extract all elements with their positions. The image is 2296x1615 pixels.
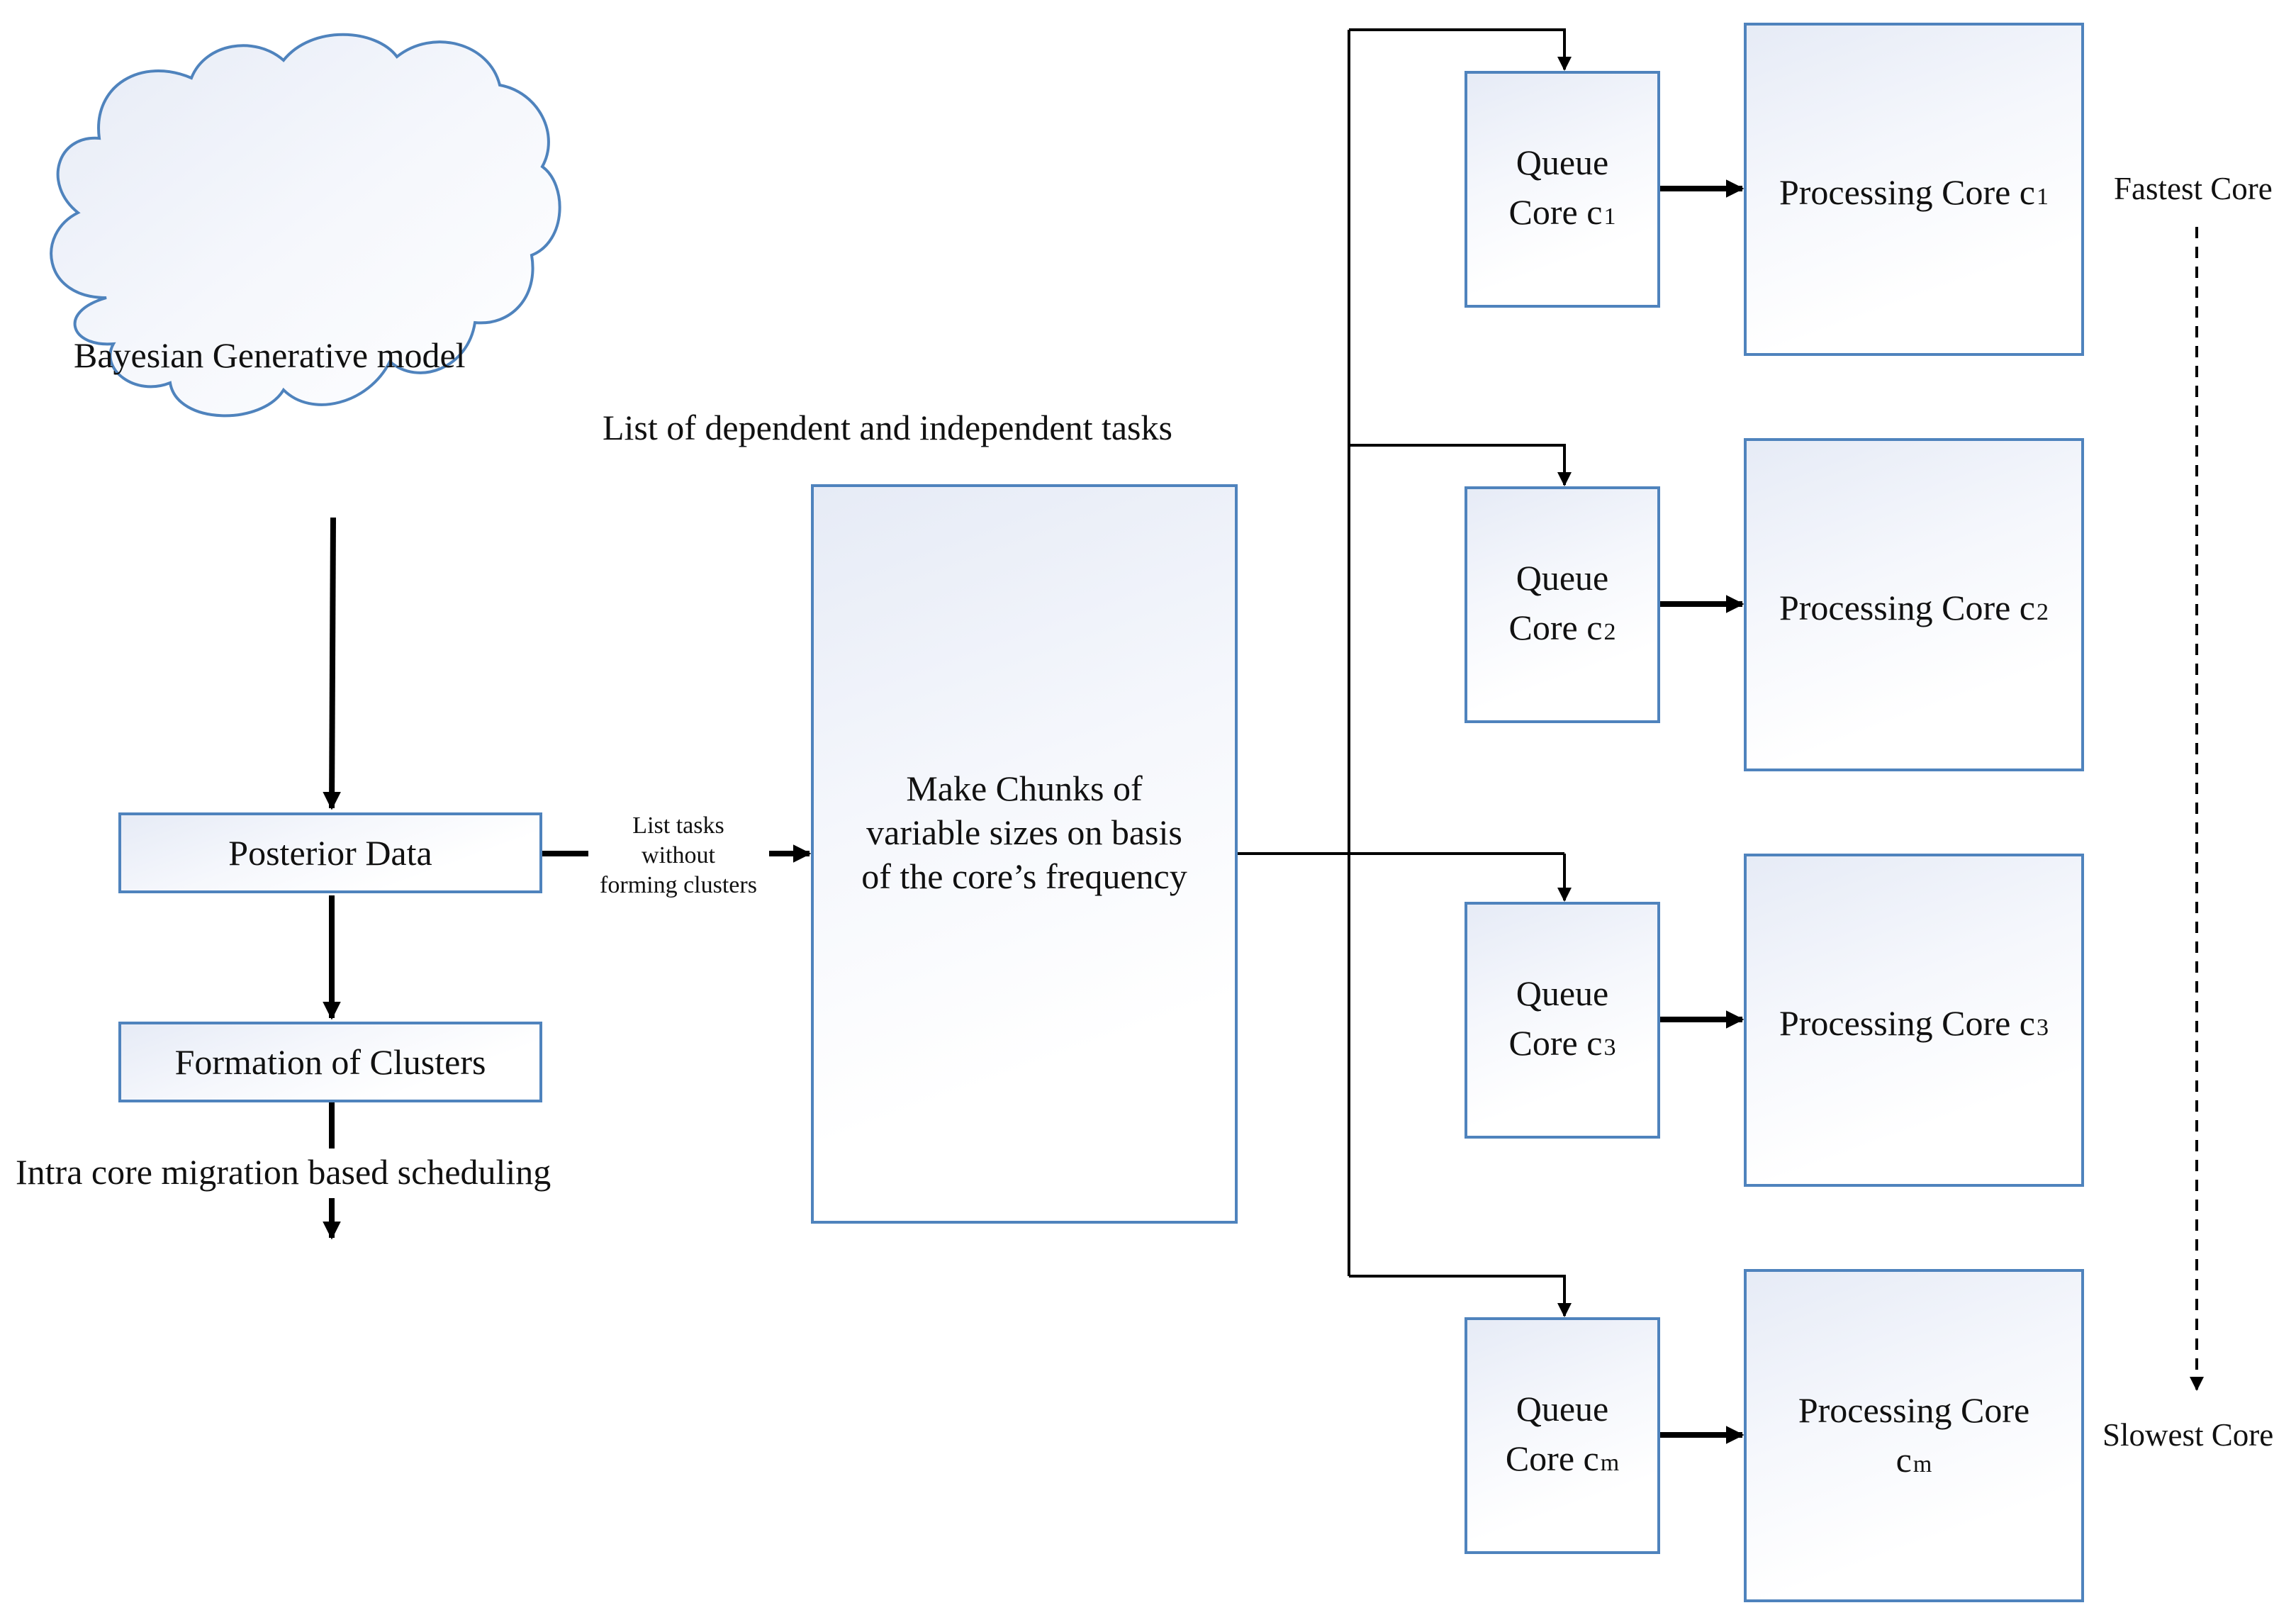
arrow-cloud-to-posterior (323, 517, 341, 810)
queue-box-m: Queue Core cm (1465, 1317, 1660, 1554)
chunks-line-1: Make Chunks of (906, 768, 1143, 808)
branch-to-queue-2 (1349, 444, 1572, 486)
processing-core-2-label: Processing Core c2 (1779, 583, 2049, 637)
processing-core-box-2: Processing Core c2 (1744, 438, 2084, 771)
processing-core-2-subscript: 2 (2037, 599, 2049, 625)
cloud-shape (50, 33, 561, 418)
queue-2-core: Core c (1508, 607, 1603, 647)
queue-1-line-1: Queue (1516, 142, 1609, 182)
task-list-label: List of dependent and independent tasks (603, 408, 1172, 447)
queue-3-line-1: Queue (1516, 973, 1609, 1013)
queue-1-core: Core c (1508, 191, 1603, 232)
processing-core-box-3: Processing Core c3 (1744, 854, 2084, 1187)
processing-core-box-m: Processing Core cm (1744, 1269, 2084, 1602)
chunks-line-3: of the core’s frequency (861, 856, 1187, 896)
edge-label-line-2: without (642, 842, 715, 868)
posterior-data-box: Posterior Data (118, 812, 542, 893)
queue-text-m: Queue Core cm (1506, 1384, 1619, 1488)
queue-m-line-2: Core cm (1506, 1434, 1619, 1488)
processing-core-2-text: Processing Core c (1779, 588, 2036, 627)
intra-core-label: Intra core migration based scheduling (16, 1152, 551, 1192)
processing-core-1-text: Processing Core c (1779, 172, 2036, 212)
branch-to-queue-m (1349, 1275, 1572, 1317)
queue-text-3: Queue Core c3 (1509, 968, 1616, 1073)
queue-2-subscript: 2 (1603, 618, 1616, 645)
processing-core-m-line-2: cm (1798, 1435, 2029, 1490)
processing-core-m-line-1: Processing Core (1798, 1390, 2030, 1430)
queue-text-2: Queue Core c2 (1509, 553, 1616, 657)
clusters-label: Formation of Clusters (174, 1042, 486, 1082)
processing-core-m-label: Processing Core cm (1798, 1385, 2029, 1490)
processing-core-3-text: Processing Core c (1779, 1003, 2036, 1043)
edge-label-line-1: List tasks (632, 812, 724, 839)
cloud-label: Bayesian Generative model (74, 335, 466, 375)
processing-core-1-subscript: 1 (2037, 184, 2049, 210)
processing-core-m-subscript: m (1913, 1451, 1932, 1477)
queue-2-line-2: Core c2 (1509, 603, 1616, 657)
queue-3-core: Core c (1508, 1022, 1603, 1063)
queue-box-3: Queue Core c3 (1465, 902, 1660, 1139)
queue-1-subscript: 1 (1603, 203, 1616, 230)
branch-to-queue-1 (1349, 28, 1572, 71)
queue-2-line-1: Queue (1516, 557, 1609, 598)
queue-m-line-1: Queue (1516, 1388, 1609, 1429)
queue-3-line-2: Core c3 (1509, 1018, 1616, 1073)
queue-box-2: Queue Core c2 (1465, 486, 1660, 723)
edge-label-line-3: forming clusters (600, 872, 757, 898)
processing-core-m-core: c (1895, 1440, 1912, 1480)
queue-3-subscript: 3 (1603, 1034, 1616, 1061)
chunks-text: Make Chunks of variable sizes on basis o… (861, 766, 1187, 898)
queue-text-1: Queue Core c1 (1509, 138, 1616, 242)
chunks-line-2: variable sizes on basis (866, 812, 1182, 852)
edge-label: List tasks without forming clusters (586, 811, 771, 900)
posterior-data-label: Posterior Data (228, 833, 432, 873)
clusters-box: Formation of Clusters (118, 1022, 542, 1102)
processing-core-box-1: Processing Core c1 (1744, 23, 2084, 356)
processing-core-3-subscript: 3 (2037, 1015, 2049, 1041)
processing-core-3-label: Processing Core c3 (1779, 998, 2049, 1053)
queue-box-1: Queue Core c1 (1465, 71, 1660, 308)
queue-m-subscript: m (1600, 1449, 1620, 1476)
queue-1-line-2: Core c1 (1509, 187, 1616, 242)
processing-core-1-label: Processing Core c1 (1779, 167, 2049, 222)
fastest-core-label: Fastest Core (2114, 171, 2273, 206)
slowest-core-label: Slowest Core (2102, 1417, 2274, 1453)
chunks-box: Make Chunks of variable sizes on basis o… (811, 484, 1238, 1224)
queue-m-core: Core c (1505, 1438, 1599, 1478)
